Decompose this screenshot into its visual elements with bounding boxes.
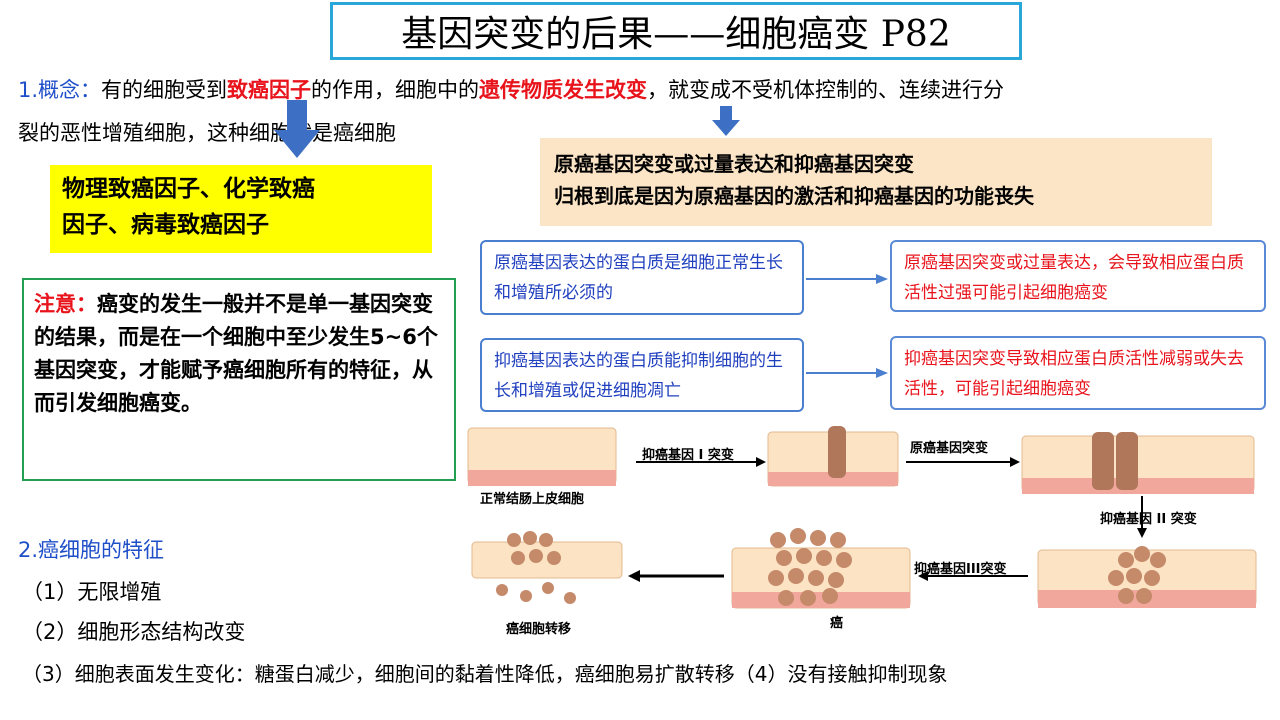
stage-four-epithelium <box>1037 546 1257 608</box>
mechanism-line-2: 归根到底是因为原癌基因的激活和抑癌基因的功能丧失 <box>554 184 1034 208</box>
metastasis-epithelium <box>471 531 623 604</box>
cancer-epithelium <box>731 528 911 609</box>
feature-item-2: （2）细胞形态结构改变 <box>22 620 246 644</box>
normal-cell-label: 正常结肠上皮细胞 <box>480 492 585 507</box>
highlight-carcinogen: 致癌因子 <box>227 78 312 102</box>
metastasis-label: 癌细胞转移 <box>506 622 572 637</box>
concept-text-a: 有的细胞受到 <box>101 78 228 102</box>
mechanism-box: 原癌基因突变或过量表达和抑癌基因突变 归根到底是因为原癌基因的激活和抑癌基因的功… <box>540 138 1212 226</box>
page-title: 基因突变的后果——细胞癌变 P82 <box>330 2 1022 60</box>
stage-three-epithelium <box>1021 432 1255 494</box>
arrow-right-icon <box>806 274 888 284</box>
concept-line-2: 裂的恶性增殖细胞，这种细胞就是癌细胞 <box>18 121 396 145</box>
step-4-label: 抑癌基因III突变 <box>914 562 1007 577</box>
section1-heading: 概念： <box>38 78 102 102</box>
arrow-down-small-icon <box>712 106 740 136</box>
normal-epithelium <box>467 427 617 486</box>
note-label: 注意： <box>34 292 97 316</box>
step-1-label: 抑癌基因 I 突变 <box>642 448 734 463</box>
mechanism-line-1: 原癌基因突变或过量表达和抑癌基因突变 <box>554 152 914 176</box>
tumor-suppressor-mutation-box: 抑癌基因突变导致相应蛋白质活性减弱或失去活性，可能引起细胞癌变 <box>890 336 1266 410</box>
step-2-label: 原癌基因突变 <box>910 441 989 456</box>
highlight-genetic-change: 遗传物质发生改变 <box>479 78 648 102</box>
cancer-label: 癌 <box>830 616 844 631</box>
feature-item-1: （1）无限增殖 <box>22 580 162 604</box>
proto-oncogene-mutation-box: 原癌基因突变或过量表达，会导致相应蛋白质活性过强可能引起细胞癌变 <box>890 240 1266 312</box>
arrow-right-icon-2 <box>806 368 888 378</box>
section2-heading: 2.癌细胞的特征 <box>18 538 165 562</box>
note-text: 癌变的发生一般并不是单一基因突变的结果，而是在一个细胞中至少发生5~6个基因突变… <box>34 292 438 415</box>
step-3-label: 抑癌基因 II 突变 <box>1100 512 1197 527</box>
carcinogen-line-2: 因子、病毒致癌因子 <box>62 211 269 238</box>
concept-text-b: 的作用，细胞中的 <box>311 78 480 102</box>
concept-text-c: ，就变成不受机体控制的、连续进行分 <box>647 78 1005 102</box>
page-title-text: 基因突变的后果——细胞癌变 P82 <box>401 14 951 55</box>
proto-oncogene-box: 原癌基因表达的蛋白质是细胞正常生长和增殖所必须的 <box>480 240 804 315</box>
section1-number: 1. <box>18 78 39 102</box>
carcinogen-box: 物理致癌因子、化学致癌 因子、病毒致癌因子 <box>50 165 432 253</box>
note-box: 注意：癌变的发生一般并不是单一基因突变的结果，而是在一个细胞中至少发生5~6个基… <box>22 278 456 481</box>
feature-item-3: （3）细胞表面发生变化：糖蛋白减少，细胞间的黏着性降低，癌细胞易扩散转移（4）没… <box>22 662 948 686</box>
concept-line-1: 1.概念：有的细胞受到致癌因子的作用，细胞中的遗传物质发生改变，就变成不受机体控… <box>18 74 1004 106</box>
colon-cancer-diagram <box>467 426 1257 609</box>
tumor-suppressor-box: 抑癌基因表达的蛋白质能抑制细胞的生长和增殖或促进细胞凋亡 <box>480 338 804 412</box>
arrow-down-icon <box>274 100 320 158</box>
stage-two-epithelium <box>767 426 899 487</box>
carcinogen-line-1: 物理致癌因子、化学致癌 <box>62 175 315 202</box>
